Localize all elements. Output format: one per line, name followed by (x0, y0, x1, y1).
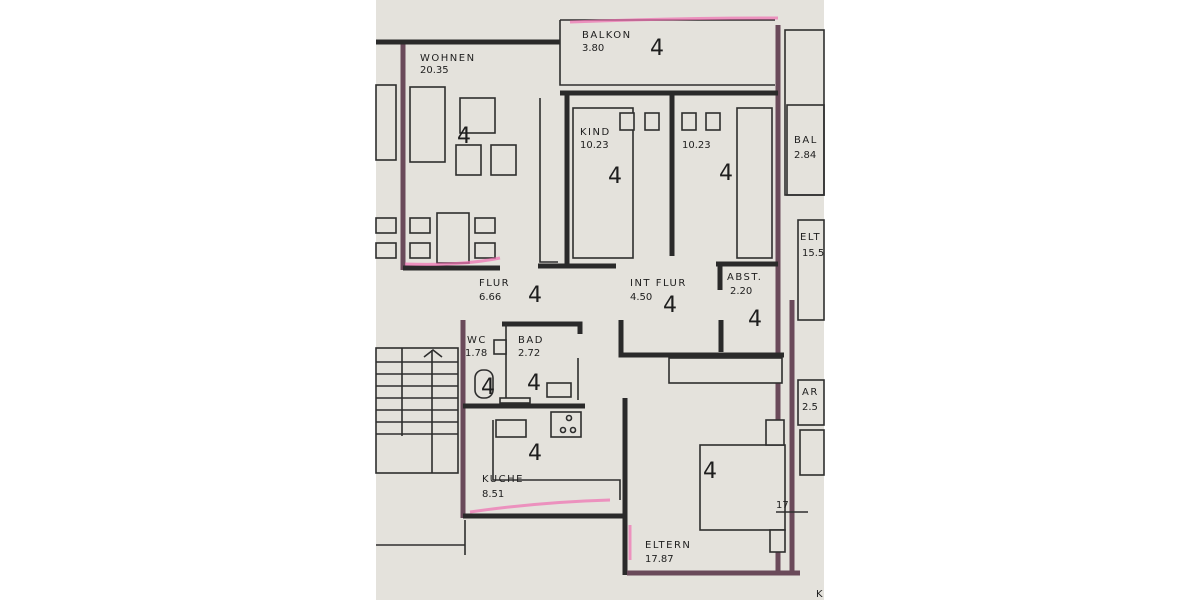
room-name-ar-neighbor: AR (802, 387, 819, 398)
furniture (375, 29, 825, 553)
room-name-eltern-neighbor: ELT (800, 232, 821, 243)
handwritten-mark: 4 (719, 161, 733, 186)
handwritten-mark: 4 (748, 307, 762, 332)
handwritten-mark: 4 (528, 283, 542, 308)
dimension-note: 17 (776, 500, 789, 511)
room-area-wohnen: 20.35 (420, 65, 449, 76)
room-area-balkon: 3.80 (582, 43, 604, 54)
room-labels: WOHNEN 20.35 BALKON 3.80 KIND 10.23 10.2… (420, 30, 824, 600)
handwritten-mark: 4 (481, 375, 495, 400)
room-name-balkon: BALKON (582, 30, 632, 41)
handwritten-mark: 4 (650, 36, 664, 61)
room-name-wc: WC (467, 335, 487, 346)
room-name-int-flur: INT FLUR (630, 278, 687, 289)
room-area-balkon-neighbor: 2.84 (794, 150, 816, 161)
room-name-bad: BAD (518, 335, 544, 346)
staircase (375, 347, 459, 474)
wall (376, 520, 466, 555)
room-name-kueche: KUCHE (482, 474, 524, 485)
room-area-int-flur: 4.50 (630, 292, 652, 303)
wall (716, 261, 778, 290)
handwritten-mark: 4 (528, 441, 542, 466)
handwritten-mark: 4 (608, 164, 622, 189)
walls (376, 19, 800, 576)
room-name-eltern: ELTERN (645, 540, 691, 551)
handwritten-mark: 4 (457, 124, 471, 149)
room-area-wc: 1.78 (465, 348, 487, 359)
room-area-eltern-neighbor: 15.5 (802, 248, 824, 259)
room-area-eltern: 17.87 (645, 554, 674, 565)
pink-highlights (404, 16, 779, 560)
room-area-bad: 2.72 (518, 348, 540, 359)
room-name-kind: KIND (580, 127, 611, 138)
room-area-ar-neighbor: 2.5 (802, 402, 818, 413)
room-name-flur: FLUR (479, 278, 510, 289)
room-name-wohnen: WOHNEN (420, 53, 476, 64)
handwritten-mark: 4 (663, 293, 677, 318)
wall (492, 420, 621, 500)
handwritten-marks: 4 4 4 4 4 4 4 4 4 4 4 (457, 36, 762, 484)
room-name-abst: ABST. (727, 272, 762, 283)
room-area-kueche: 8.51 (482, 489, 504, 500)
room-area-flur: 6.66 (479, 292, 501, 303)
wall (618, 320, 784, 358)
room-area-kind: 10.23 (580, 140, 609, 151)
room-area-abst: 2.20 (730, 286, 752, 297)
room-name-neighbor-k: K (816, 589, 824, 600)
wall (539, 98, 558, 263)
handwritten-mark: 4 (527, 371, 541, 396)
wall (505, 324, 579, 400)
wall (502, 321, 583, 334)
room-name-balkon-neighbor: BAL (794, 135, 818, 146)
room-area-kind-2: 10.23 (682, 140, 711, 151)
handwritten-mark: 4 (703, 459, 717, 484)
wall (559, 20, 775, 86)
